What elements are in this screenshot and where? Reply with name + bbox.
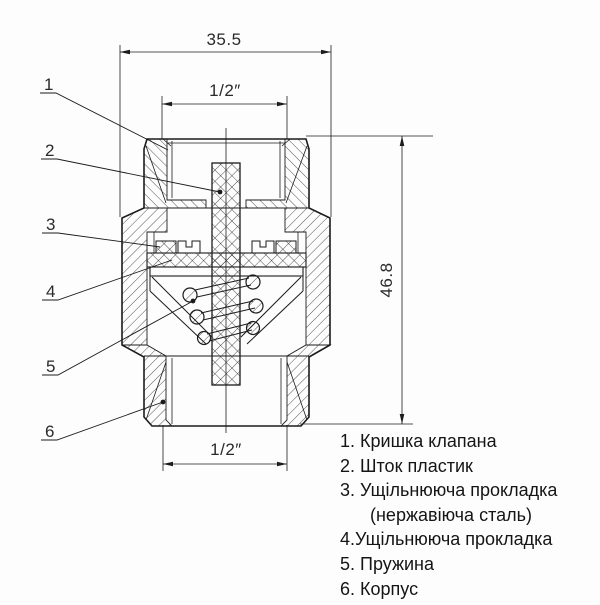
dimension-thread-bottom xyxy=(162,425,288,471)
callout-5: 5 xyxy=(46,357,55,376)
parts-legend: 1. Кришка клапана 2. Шток пластик 3. Ущі… xyxy=(340,429,596,601)
callout-4: 4 xyxy=(46,282,55,301)
legend-item-4: 4.Ущільнююча прокладка xyxy=(340,529,553,550)
dim-thread-bottom-label: 1/2″ xyxy=(210,440,242,459)
callout-2: 2 xyxy=(45,141,54,160)
dimension-width xyxy=(119,45,332,217)
callout-leaders xyxy=(40,92,223,441)
legend-item-3: 3. Ущільнююча прокладка xyxy=(340,480,558,501)
callout-3: 3 xyxy=(46,215,55,234)
valve-outline xyxy=(121,138,331,427)
callout-numbers: 1 2 3 4 5 6 xyxy=(44,75,55,441)
dim-width-label: 35.5 xyxy=(206,30,241,49)
dim-height-label: 46.8 xyxy=(377,262,396,297)
valve-seat-lines xyxy=(153,232,299,253)
dim-thread-top-label: 1/2″ xyxy=(209,81,241,100)
bottom-thread-port xyxy=(171,358,282,424)
callout-1: 1 xyxy=(44,75,53,94)
spring xyxy=(182,274,264,346)
legend-item-5: 5. Пружина xyxy=(340,553,435,574)
legend-item-6: 6. Корпус xyxy=(340,578,419,599)
dimension-thread-top xyxy=(161,96,288,139)
dimension-height xyxy=(300,135,433,425)
legend-item-1: 1. Кришка клапана xyxy=(340,431,497,451)
legend-item-2: 2. Шток пластик xyxy=(340,455,473,476)
legend-item-3-continued: (нержавіюча сталь) xyxy=(370,504,532,525)
chamfer-lines xyxy=(145,145,308,421)
callout-6: 6 xyxy=(45,422,54,441)
